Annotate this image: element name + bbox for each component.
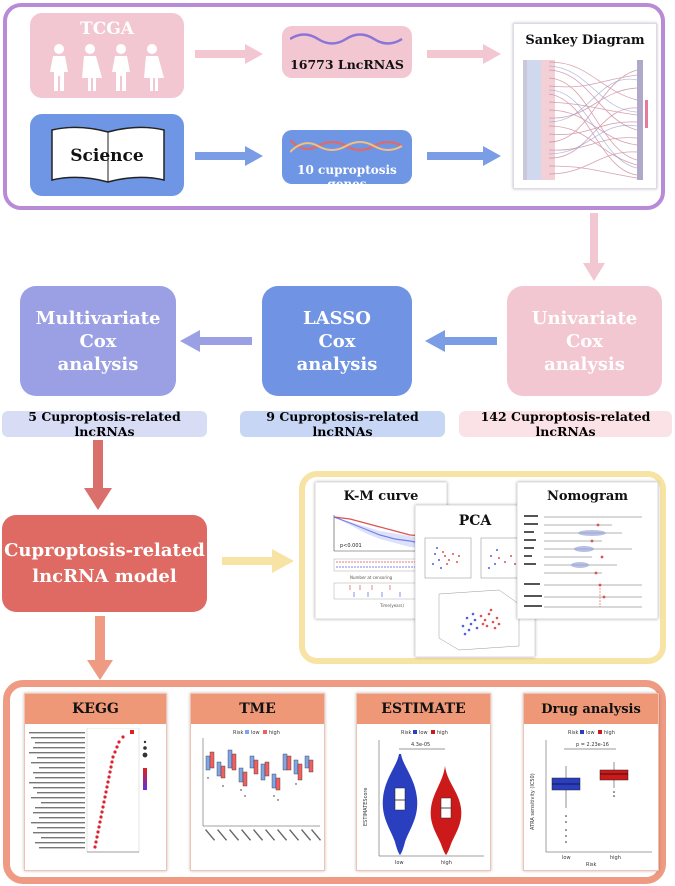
tme-boxplot: Risk low high: [202, 730, 322, 841]
tme-high-legend: high: [269, 730, 280, 736]
estimate-x-low: low: [395, 860, 404, 866]
kegg-dotplot: [29, 728, 148, 853]
kegg-title: KEGG: [72, 701, 119, 717]
kegg-header: KEGG: [25, 694, 166, 724]
arrow-univariate-to-lasso: [425, 330, 497, 352]
km-title: K-M curve: [343, 489, 419, 504]
data-source-panel: [3, 3, 665, 210]
book-icon: [51, 126, 165, 183]
lasso-label: LASSO Cox analysis: [296, 307, 378, 375]
estimate-high-legend: high: [437, 730, 448, 736]
sankey-box: Sankey Diagram: [513, 23, 657, 189]
model-label: Cuproptosis-related lncRNA model: [4, 539, 205, 587]
drug-risk-legend: Risk: [568, 730, 578, 736]
genes-box: 10 cuproptosis genes: [282, 130, 412, 191]
estimate-pvalue: 4.3e-05: [411, 742, 430, 748]
arrow-genes-to-sankey: [427, 146, 501, 166]
sankey-title: Sankey Diagram: [525, 33, 645, 48]
pca-title: PCA: [458, 513, 492, 529]
arrow-science-to-genes: [195, 146, 263, 166]
pca-plot: [424, 537, 528, 651]
drug-low-legend: low: [586, 730, 595, 736]
rna-strand-icon: [290, 33, 403, 45]
drug-boxplot: Risk low high p = 2.23e-16 ATRA sensitiv…: [530, 730, 652, 868]
tcga-label: TCGA: [80, 19, 134, 39]
drug-high-legend: high: [604, 730, 615, 736]
multivariate-box: Multivariate Cox analysis: [20, 286, 176, 396]
science-label: Science: [70, 146, 144, 166]
tcga-box: TCGA: [30, 13, 184, 98]
univariate-result-text: 142 Cuproptosis-related lncRNAs: [480, 409, 651, 439]
km-pvalue: p<0.001: [340, 543, 362, 549]
tme-title: TME: [239, 701, 276, 717]
drug-header: Drug analysis: [524, 694, 658, 724]
arrow-model-to-analysis: [87, 616, 113, 680]
arrow-tcga-to-lncrna: [195, 44, 263, 64]
nomogram-plot: [524, 515, 642, 608]
estimate-card: ESTIMATE Risk low high 4.3e-05 ESTIMATES…: [356, 693, 491, 871]
univariate-result: 142 Cuproptosis-related lncRNAs: [459, 409, 672, 439]
multivariate-result: 5 Cuproptosis-related lncRNAs: [2, 409, 207, 439]
univariate-box: Univariate Cox analysis: [507, 286, 662, 396]
estimate-ylabel: ESTIMATEScore: [363, 788, 369, 826]
arrow-lasso-to-multivariate: [180, 330, 252, 352]
cuproptosis-genes-label: 10 cuproptosis genes: [297, 163, 397, 191]
estimate-risk-legend: Risk: [401, 730, 411, 736]
tme-low-legend: low: [251, 730, 260, 736]
estimate-x-high: high: [441, 860, 452, 866]
arrow-lncrna-to-sankey: [427, 44, 501, 64]
nomogram-card: Nomogram: [517, 482, 658, 619]
lncrna-box: 16773 LncRNAS: [282, 26, 412, 78]
estimate-header: ESTIMATE: [357, 694, 490, 724]
drug-xlabel: Risk: [586, 862, 596, 868]
science-box: Science: [30, 114, 184, 196]
nomogram-title: Nomogram: [546, 489, 629, 504]
estimate-violin: Risk low high 4.3e-05 ESTIMATEScore low …: [363, 730, 484, 866]
km-xlabel: Time(years): [379, 603, 404, 608]
estimate-low-legend: low: [419, 730, 428, 736]
drug-pvalue: p = 2.23e-16: [576, 742, 609, 748]
km-risk-table-label: Number at censoring: [350, 575, 393, 580]
dna-helix-icon: [290, 139, 403, 153]
drug-ylabel: ATRA sensitivity (IC50): [530, 773, 536, 830]
drug-x-low: low: [562, 855, 571, 861]
lasso-box: LASSO Cox analysis: [262, 286, 412, 396]
multivariate-result-text: 5 Cuproptosis-related lncRNAs: [28, 409, 181, 439]
arrow-multivariate-to-model: [84, 440, 112, 510]
kegg-card: KEGG: [24, 693, 167, 871]
drug-title: Drug analysis: [541, 701, 641, 717]
arrow-model-to-validation: [222, 549, 294, 573]
people-icon: [50, 44, 164, 91]
lasso-result: 9 Cuproptosis-related lncRNAs: [240, 409, 445, 439]
lasso-result-text: 9 Cuproptosis-related lncRNAs: [266, 409, 419, 439]
arrow-sankey-to-univariate: [583, 213, 605, 281]
model-box: Cuproptosis-related lncRNA model: [2, 515, 207, 612]
drug-card: Drug analysis Risk low high p = 2.23e-16…: [523, 693, 659, 871]
drug-x-high: high: [610, 855, 621, 861]
univariate-label: Univariate Cox analysis: [531, 307, 638, 375]
tme-header: TME: [191, 694, 324, 724]
tme-risk-legend: Risk: [233, 730, 243, 736]
lncrna-count: 16773 LncRNAS: [290, 57, 404, 72]
tme-card: TME Risk low high: [190, 693, 325, 871]
sankey-plot: [523, 60, 648, 180]
multivariate-label: Multivariate Cox analysis: [35, 307, 161, 375]
estimate-title: ESTIMATE: [381, 701, 466, 717]
